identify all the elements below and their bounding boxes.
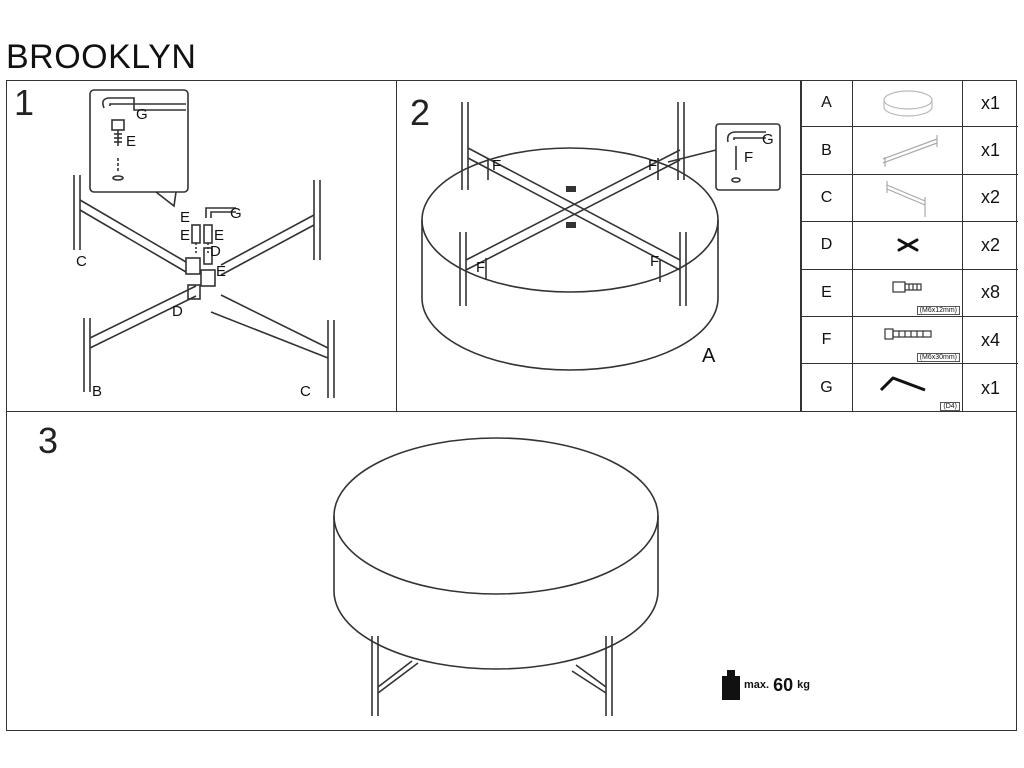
step1-b-label: B bbox=[92, 383, 102, 400]
step1-e-label-3: E bbox=[214, 227, 224, 244]
step-3-panel bbox=[6, 411, 1017, 731]
cross-connector-icon bbox=[897, 238, 919, 252]
step1-d-bottom-label: D bbox=[172, 303, 183, 320]
max-load-label: max. bbox=[744, 679, 770, 691]
long-bolt-icon bbox=[884, 328, 932, 340]
parts-row-f: F (M6x30mm) x4 bbox=[801, 317, 1018, 365]
short-bolt-icon bbox=[892, 280, 922, 293]
part-image bbox=[853, 174, 963, 222]
part-qty: x1 bbox=[980, 377, 1000, 398]
step1-e-label-4: E bbox=[216, 263, 226, 280]
step2-f-label-4: F bbox=[650, 253, 659, 270]
part-spec: (M6x12mm) bbox=[916, 305, 960, 315]
parts-row-b: B x1 bbox=[801, 127, 1018, 175]
step1-d-top-label: D bbox=[210, 243, 221, 260]
parts-list: A x1 B x1 C bbox=[800, 80, 1018, 412]
step-2-diagram: F F F F G F A bbox=[421, 102, 781, 371]
parts-row-g: G (D4) x1 bbox=[801, 364, 1018, 412]
round-table-top-icon bbox=[883, 90, 933, 117]
parts-row-a: A x1 bbox=[801, 80, 1018, 128]
part-image bbox=[853, 222, 963, 269]
step2-f-label: F bbox=[492, 157, 501, 174]
step1-c-right-label: C bbox=[300, 383, 311, 400]
max-load-value: 60 bbox=[773, 674, 794, 695]
max-load-unit: kg bbox=[797, 679, 810, 691]
part-qty: x8 bbox=[980, 282, 1000, 303]
part-qty: x2 bbox=[980, 187, 1000, 208]
part-letter: A bbox=[801, 80, 853, 127]
parts-row-e: E (M6x12mm) x8 bbox=[801, 269, 1018, 317]
step1-inset-e-label: E bbox=[126, 133, 136, 150]
leg-frame-icon bbox=[882, 135, 938, 168]
part-qty: x4 bbox=[980, 329, 1000, 350]
step1-c-left-label: C bbox=[76, 253, 87, 270]
part-letter: E bbox=[801, 269, 853, 316]
part-qty: x1 bbox=[980, 140, 1000, 161]
document-title: BROOKLYN bbox=[6, 38, 197, 76]
step1-inset-g-label: G bbox=[136, 106, 148, 123]
part-image: (M6x12mm) bbox=[853, 269, 963, 316]
part-qty: x1 bbox=[980, 92, 1000, 113]
step2-f-label-3: F bbox=[476, 259, 485, 276]
step-3-number: 3 bbox=[38, 420, 59, 461]
step2-inset-g-label: G bbox=[762, 131, 774, 148]
part-letter: F bbox=[801, 317, 853, 364]
leg-frame-icon bbox=[886, 180, 926, 217]
step-1-number: 1 bbox=[14, 82, 35, 123]
step-2-number: 2 bbox=[410, 92, 431, 133]
part-spec: (D4) bbox=[940, 401, 960, 411]
allen-key-icon bbox=[879, 376, 926, 392]
parts-row-d: D x2 bbox=[801, 222, 1018, 270]
part-image: (M6x30mm) bbox=[853, 317, 963, 364]
max-load-badge: max. 60 kg bbox=[722, 670, 810, 700]
part-letter: C bbox=[801, 174, 853, 222]
part-letter: D bbox=[801, 222, 853, 269]
step-1-diagram: G E G E E E E D D C B C bbox=[73, 89, 335, 400]
step1-e-label: E bbox=[180, 209, 190, 226]
step2-inset-f-label: F bbox=[744, 149, 753, 166]
part-image bbox=[853, 80, 963, 127]
part-letter: B bbox=[801, 127, 853, 174]
step1-g-label: G bbox=[230, 205, 242, 222]
parts-row-c: C x2 bbox=[801, 174, 1018, 223]
part-qty: x2 bbox=[980, 234, 1000, 255]
part-letter: G bbox=[801, 364, 853, 412]
part-spec: (M6x30mm) bbox=[916, 353, 960, 363]
step2-f-label-2: F bbox=[648, 157, 657, 174]
part-image bbox=[853, 127, 963, 174]
step1-e-label-2: E bbox=[180, 227, 190, 244]
weight-icon bbox=[722, 670, 740, 700]
step-3-diagram bbox=[333, 437, 659, 716]
step2-a-label: A bbox=[702, 345, 716, 367]
part-image: (D4) bbox=[853, 364, 963, 412]
